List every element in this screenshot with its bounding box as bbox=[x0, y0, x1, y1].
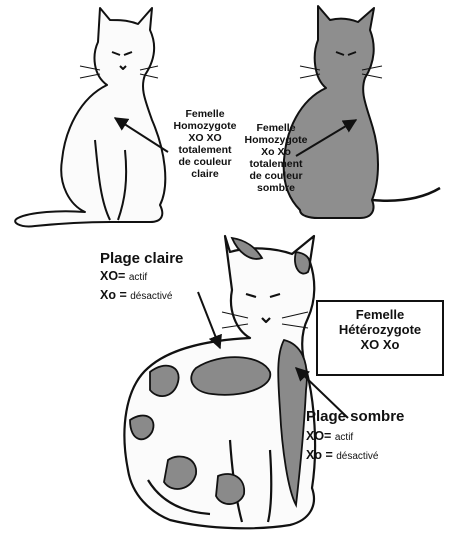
top-right-line-6: sombre bbox=[236, 182, 316, 194]
label-top-right: Femelle Homozygote Xo Xo totalement de c… bbox=[236, 122, 316, 194]
plage-sombre-xo2-row: Xo = désactivé bbox=[306, 448, 426, 463]
heterozygote-line-2: Hétérozygote bbox=[318, 323, 442, 338]
label-plage-sombre: Plage sombre XO= actif Xo = désactivé bbox=[306, 408, 426, 462]
cat-light-homozygote bbox=[15, 8, 165, 226]
top-left-line-3: XO XO bbox=[168, 132, 242, 144]
plage-sombre-xo-val: actif bbox=[335, 432, 353, 443]
top-right-line-5: de couleur bbox=[236, 170, 316, 182]
plage-claire-xo-row: XO= actif bbox=[100, 269, 210, 284]
top-left-line-4: totalement bbox=[168, 144, 242, 156]
top-right-line-3: Xo Xo bbox=[236, 146, 316, 158]
top-right-line-2: Homozygote bbox=[236, 134, 316, 146]
plage-claire-xo2-key: Xo = bbox=[100, 288, 127, 302]
plage-sombre-xo2-val: désactivé bbox=[336, 451, 378, 462]
plage-claire-xo-key: XO= bbox=[100, 269, 125, 283]
heterozygote-line-1: Femelle bbox=[318, 308, 442, 323]
label-plage-claire: Plage claire XO= actif Xo = désactivé bbox=[100, 250, 210, 302]
top-left-line-2: Homozygote bbox=[168, 120, 242, 132]
top-left-line-5: de couleur bbox=[168, 156, 242, 168]
heterozygote-line-3: XO Xo bbox=[318, 338, 442, 353]
plage-sombre-xo2-key: Xo = bbox=[306, 448, 333, 462]
top-left-line-6: claire bbox=[168, 168, 242, 180]
plage-claire-xo-val: actif bbox=[129, 272, 147, 283]
plage-claire-xo2-val: désactivé bbox=[130, 291, 172, 302]
top-left-line-1: Femelle bbox=[168, 108, 242, 120]
plage-claire-xo2-row: Xo = désactivé bbox=[100, 288, 210, 303]
top-right-line-4: totalement bbox=[236, 158, 316, 170]
plage-claire-title: Plage claire bbox=[100, 250, 210, 267]
plage-sombre-title: Plage sombre bbox=[306, 408, 426, 425]
heterozygote-box: Femelle Hétérozygote XO Xo bbox=[316, 300, 444, 376]
top-right-line-1: Femelle bbox=[236, 122, 316, 134]
plage-sombre-xo-key: XO= bbox=[306, 429, 331, 443]
plage-sombre-xo-row: XO= actif bbox=[306, 429, 426, 444]
label-top-left: Femelle Homozygote XO XO totalement de c… bbox=[168, 108, 242, 180]
